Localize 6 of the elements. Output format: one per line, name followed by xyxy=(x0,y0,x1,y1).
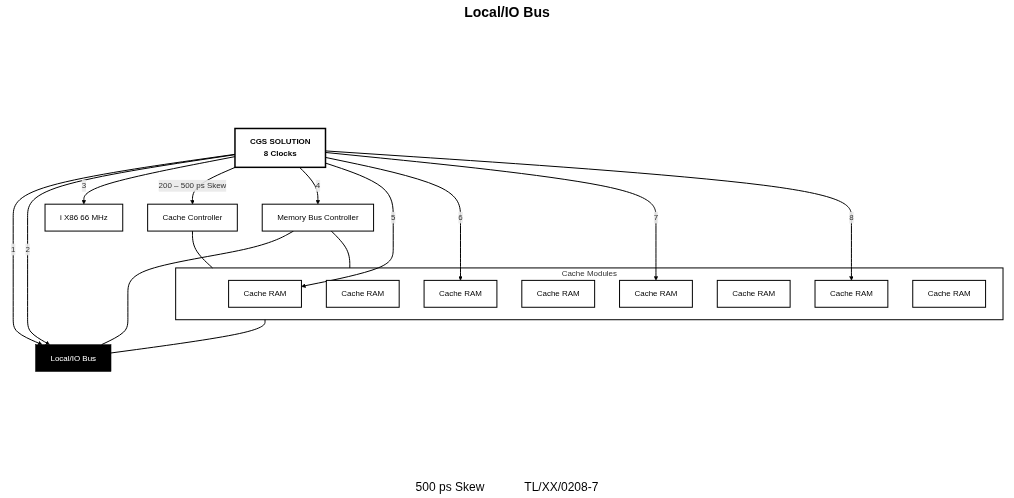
note-text: 500 ps Skew xyxy=(415,480,485,494)
note-text: TL/XX/0208-7 xyxy=(524,480,599,494)
diagram-title: Local/IO Bus xyxy=(464,4,550,20)
connector xyxy=(192,230,214,269)
connector xyxy=(330,230,351,269)
connector xyxy=(110,319,266,354)
